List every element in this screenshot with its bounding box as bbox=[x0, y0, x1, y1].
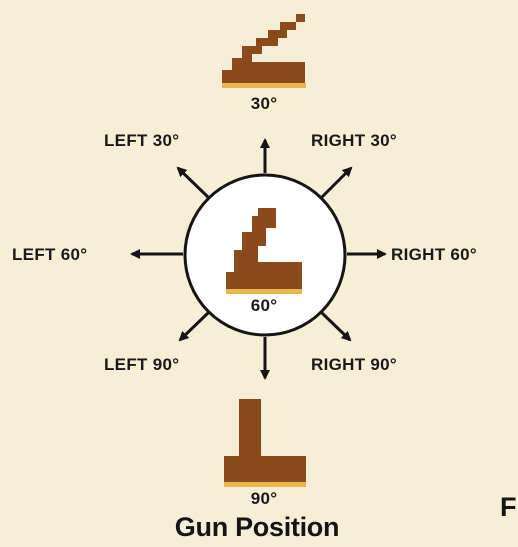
cropped-edge-text: F bbox=[500, 492, 517, 523]
direction-right-30-label: RIGHT 30° bbox=[311, 131, 397, 151]
direction-left-30-label: LEFT 30° bbox=[104, 131, 179, 151]
gun-60-label: 60° bbox=[251, 296, 278, 316]
gun-90-icon bbox=[224, 399, 306, 487]
arrow-up-left bbox=[178, 168, 208, 197]
diagram-title: Gun Position bbox=[175, 512, 339, 543]
direction-left-60-label: LEFT 60° bbox=[12, 245, 87, 265]
direction-left-90-label: LEFT 90° bbox=[104, 355, 179, 375]
direction-right-90-label: RIGHT 90° bbox=[311, 355, 397, 375]
gun-30-label: 30° bbox=[251, 94, 278, 114]
arrow-up-right bbox=[322, 168, 351, 197]
gun-90-label: 90° bbox=[251, 489, 278, 509]
arrow-down-left bbox=[180, 313, 208, 340]
direction-right-60-label: RIGHT 60° bbox=[391, 245, 477, 265]
gun-30-icon bbox=[222, 14, 306, 88]
arrow-down-right bbox=[322, 313, 350, 340]
